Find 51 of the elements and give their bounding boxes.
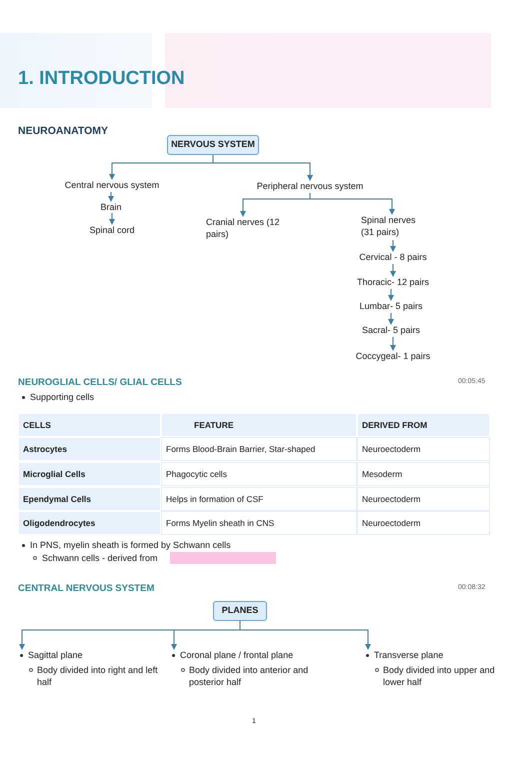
sub-bullet-text: Schwann cells - derived from bbox=[42, 552, 158, 564]
table-cell: Oligodendrocytes bbox=[18, 511, 161, 535]
bullet-text: In PNS, myelin sheath is formed by Schwann cells bbox=[30, 539, 231, 551]
table-cell: Microglial Cells bbox=[18, 462, 161, 486]
table-cell: Ependymal Cells bbox=[18, 487, 161, 511]
node-text: Cranial nerves (12 pairs) bbox=[206, 216, 280, 242]
concept-box: NERVOUS SYSTEM bbox=[167, 135, 259, 155]
arrow bbox=[212, 154, 313, 181]
node-text: Peripheral nervous system bbox=[245, 180, 375, 193]
table-cell: Astrocytes bbox=[18, 437, 161, 461]
bullet-text: Coronal plane / frontal plane bbox=[180, 649, 294, 661]
concept-box: PLANES bbox=[213, 601, 267, 621]
node-text: Sacral- 5 pairs bbox=[354, 324, 428, 337]
sub-bullet-text: Body divided into upper and lower half bbox=[383, 664, 496, 688]
bullet-text: Supporting cells bbox=[30, 391, 94, 403]
table-cell: Neuroectoderm bbox=[357, 511, 490, 535]
node-text: Coccygeal- 1 pairs bbox=[347, 350, 439, 363]
bullet-text: Transverse plane bbox=[374, 649, 444, 661]
node-text: Central nervous system bbox=[55, 179, 169, 192]
node-text: Spinal nerves (31 pairs) bbox=[361, 214, 423, 240]
arrow bbox=[108, 192, 114, 202]
arrow bbox=[240, 620, 371, 650]
section-heading: CENTRAL NERVOUS SYSTEM bbox=[18, 583, 154, 594]
table-cell: Neuroectoderm bbox=[357, 437, 490, 461]
bullet-text: Sagittal plane bbox=[28, 649, 84, 661]
node-text: Brain bbox=[94, 201, 128, 213]
section-heading: NEUROANATOMY bbox=[18, 125, 108, 137]
table-cell: Mesoderm bbox=[357, 462, 490, 486]
table-cell: Neuroectoderm bbox=[357, 487, 490, 511]
arrow bbox=[390, 264, 396, 277]
table-cell: Helps in formation of CSF bbox=[161, 487, 357, 511]
header-cell: DERIVED FROM bbox=[357, 413, 490, 437]
arrow bbox=[388, 312, 394, 325]
node-text: Thoracic- 12 pairs bbox=[345, 276, 441, 289]
arrow bbox=[390, 240, 396, 252]
table-cell: Phagocytic cells bbox=[161, 462, 357, 486]
table-cell: Forms Myelin sheath in CNS bbox=[161, 511, 357, 535]
page-title: 1. INTRODUCTION bbox=[18, 68, 185, 90]
sub-bullet-text: Body divided into right and left half bbox=[37, 664, 159, 688]
section-heading: NEUROGLIAL CELLS/ GLIAL CELLS bbox=[18, 377, 182, 388]
node-text: Spinal cord bbox=[80, 224, 144, 237]
arrow bbox=[390, 336, 396, 351]
arrow bbox=[109, 212, 115, 225]
sub-bullet-text: Body divided into anterior and posterior half bbox=[189, 664, 310, 688]
arrow bbox=[310, 192, 395, 215]
node-text: Lumbar- 5 pairs bbox=[350, 300, 432, 313]
header-cell: CELLS bbox=[18, 413, 161, 437]
node-text: Cervical - 8 pairs bbox=[347, 251, 439, 264]
table-cell: Forms Blood-Brain Barrier, Star-shaped bbox=[161, 437, 357, 461]
header-cell: FEATURE bbox=[161, 413, 357, 437]
arrow bbox=[388, 288, 394, 301]
